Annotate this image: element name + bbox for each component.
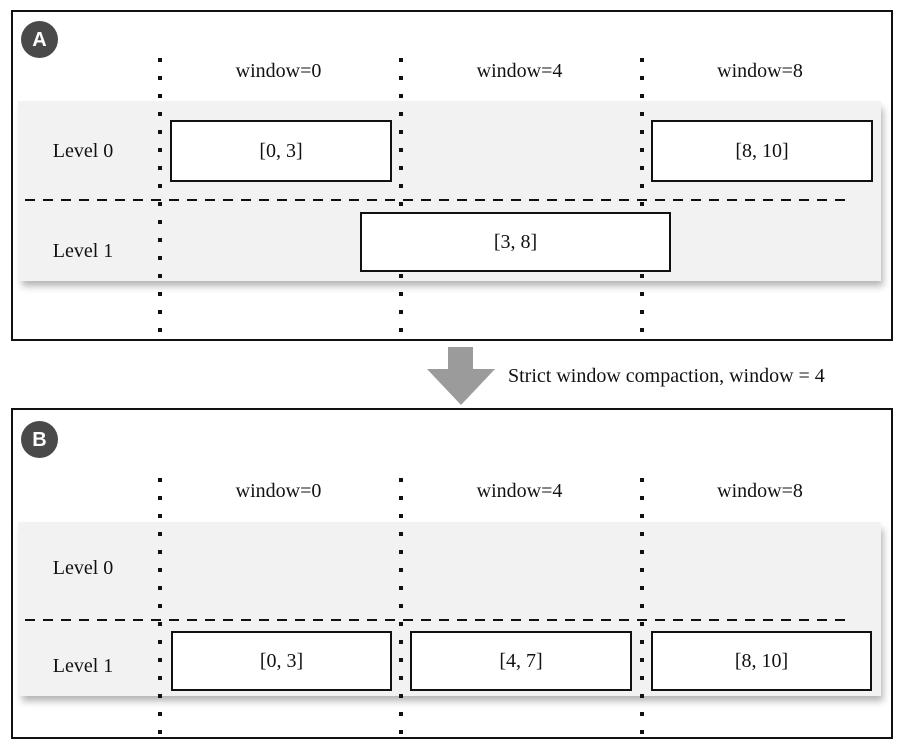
window-divider-line-0 bbox=[158, 58, 162, 338]
window-header-4: window=4 bbox=[476, 60, 563, 82]
level-1-label: Level 1 bbox=[52, 655, 114, 677]
panel-b: B window=0 window=4 window=8 Level 0 Lev… bbox=[11, 408, 893, 739]
sstable-box-8-10: [8, 10] bbox=[651, 631, 872, 691]
window-divider-line-0 bbox=[158, 478, 162, 734]
level-0-label: Level 0 bbox=[52, 140, 114, 162]
window-divider-line-8 bbox=[640, 478, 644, 734]
down-arrow-stem bbox=[448, 347, 473, 370]
sstable-box-4-7: [4, 7] bbox=[410, 631, 632, 691]
window-header-4: window=4 bbox=[476, 480, 563, 502]
compaction-caption: Strict window compaction, window = 4 bbox=[508, 365, 825, 387]
level-0-label: Level 0 bbox=[52, 557, 114, 579]
panel-a-badge-letter: A bbox=[32, 28, 47, 51]
sstable-box-0-3: [0, 3] bbox=[171, 631, 392, 691]
level-divider-dashed-line bbox=[25, 619, 850, 622]
down-arrow-head bbox=[427, 369, 495, 405]
sstable-box-3-8: [3, 8] bbox=[360, 212, 671, 272]
panel-a-badge: A bbox=[21, 21, 58, 58]
level-divider-dashed-line bbox=[25, 199, 850, 202]
window-divider-line-4 bbox=[399, 58, 403, 338]
sstable-box-8-10: [8, 10] bbox=[651, 120, 873, 182]
window-divider-line-8 bbox=[640, 58, 644, 338]
panel-a: A window=0 window=4 window=8 Level 0 Lev… bbox=[11, 10, 893, 341]
window-header-8: window=8 bbox=[717, 60, 803, 82]
window-header-0: window=0 bbox=[235, 480, 322, 502]
window-header-8: window=8 bbox=[717, 480, 803, 502]
window-header-0: window=0 bbox=[235, 60, 322, 82]
sstable-box-0-3: [0, 3] bbox=[170, 120, 392, 182]
panel-b-badge-letter: B bbox=[32, 428, 47, 451]
transition-row: Strict window compaction, window = 4 bbox=[0, 341, 906, 408]
level-1-label: Level 1 bbox=[52, 240, 114, 262]
panel-b-badge: B bbox=[21, 421, 58, 458]
window-divider-line-4 bbox=[399, 478, 403, 734]
